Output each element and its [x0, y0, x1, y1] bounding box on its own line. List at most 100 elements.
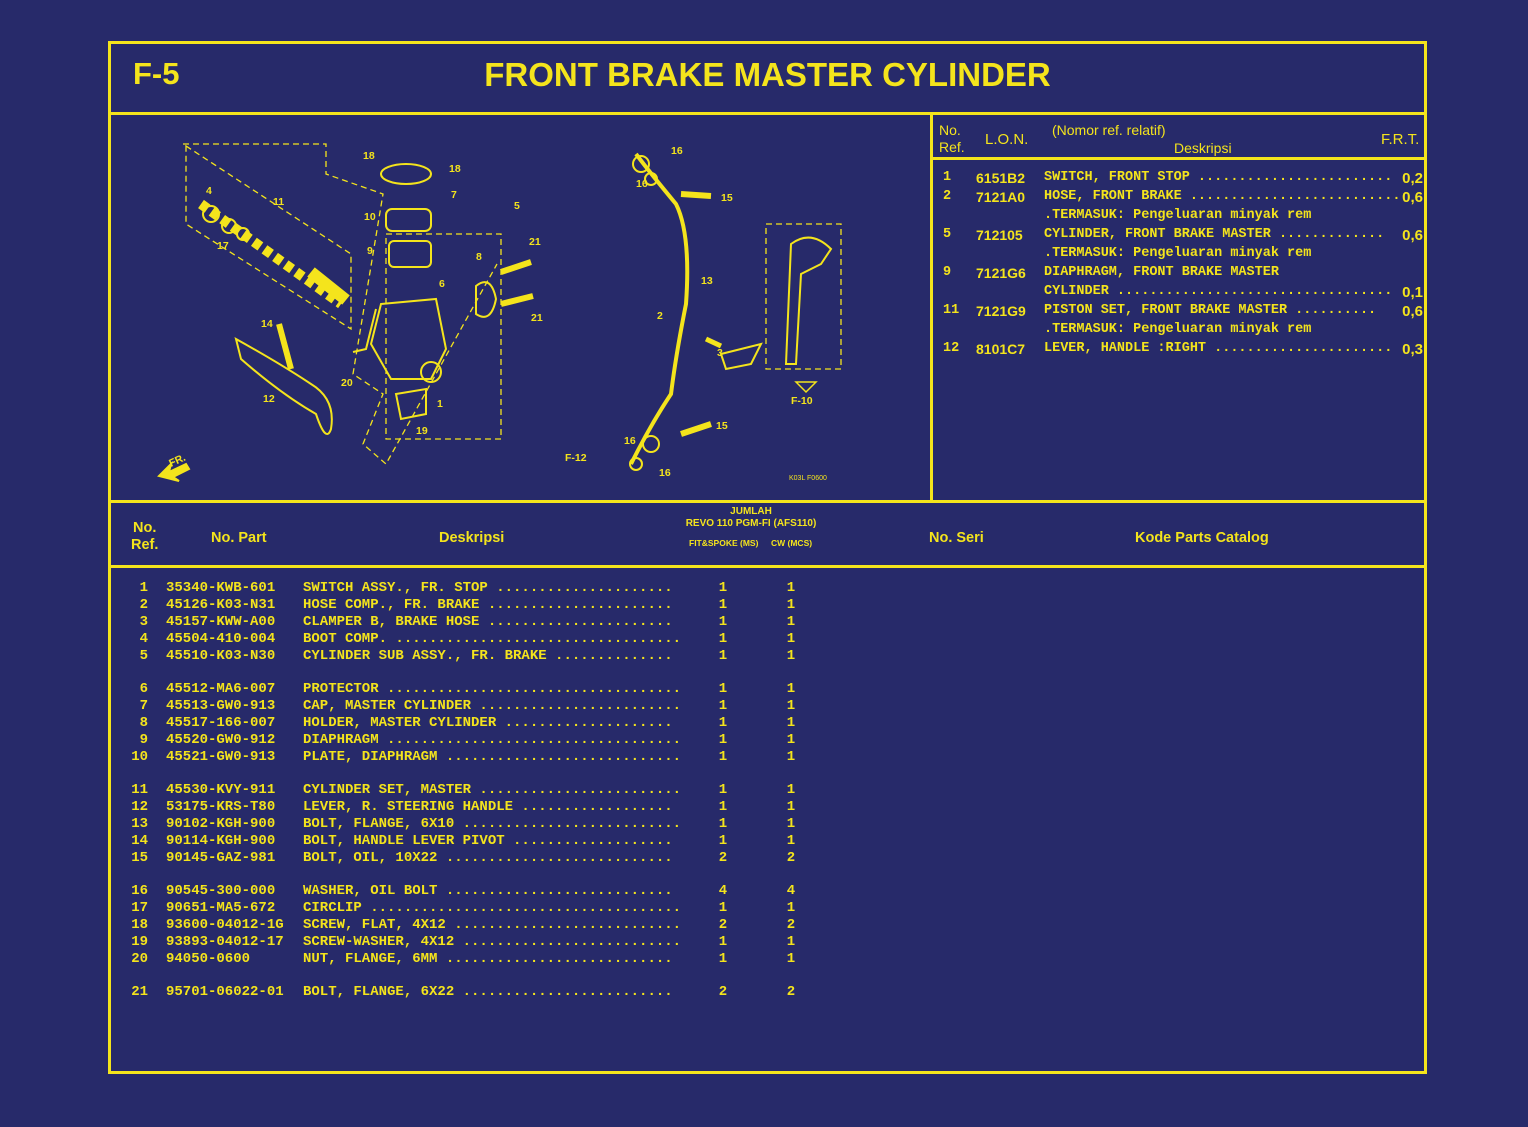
ref-desc: .TERMASUK: Pengeluaran minyak rem: [1044, 246, 1312, 261]
section-code: F-5: [133, 56, 180, 91]
part-desc: BOLT, HANDLE LEVER PIVOT ...............…: [303, 833, 673, 849]
ref-no: 12: [943, 341, 960, 356]
part-q1: 1: [718, 631, 728, 647]
ref-frt: 0,6: [1402, 303, 1423, 320]
divider: [111, 500, 1424, 503]
ref-desc-header: Deskripsi: [1174, 140, 1232, 156]
part-desc: PROTECTOR ..............................…: [303, 681, 682, 697]
part-q1: 1: [718, 597, 728, 613]
catalog-page-frame: F-5 FRONT BRAKE MASTER CYLINDER: [108, 41, 1427, 1074]
part-part: 35340-KWB-601: [166, 580, 276, 596]
callout-label: 2: [657, 310, 663, 322]
part-q2: 1: [786, 580, 796, 596]
part-desc: NUT, FLANGE, 6MM .......................…: [303, 951, 673, 967]
callout-label: 12: [263, 393, 275, 405]
part-no: 17: [131, 900, 148, 916]
callout-label: 14: [261, 318, 273, 330]
part-q2: 2: [786, 984, 796, 1000]
ref-no: 9: [943, 265, 952, 280]
part-desc: BOLT, FLANGE, 6X22 .....................…: [303, 984, 673, 1000]
part-desc: SWITCH ASSY., FR. STOP .................…: [303, 580, 673, 596]
ref-frt: 0,2: [1402, 170, 1423, 187]
part-q2: 1: [786, 681, 796, 697]
divider: [930, 112, 933, 501]
part-desc: HOSE COMP., FR. BRAKE ..................…: [303, 597, 673, 613]
part-no: 21: [131, 984, 148, 1000]
part-desc: BOOT COMP. .............................…: [303, 631, 682, 647]
callout-label: 3: [717, 347, 723, 359]
callout-label: F-12: [565, 452, 587, 464]
part-q2: 1: [786, 833, 796, 849]
part-q2: 1: [786, 614, 796, 630]
part-q2: 1: [786, 597, 796, 613]
part-part: 90651-MA5-672: [166, 900, 276, 916]
part-no: 20: [131, 951, 148, 967]
parts-desc-header: Deskripsi: [439, 530, 505, 546]
part-part: 45510-K03-N30: [166, 648, 276, 664]
callout-label: 15: [721, 192, 733, 204]
part-q1: 1: [718, 732, 728, 748]
page-title: FRONT BRAKE MASTER CYLINDER: [484, 56, 1051, 93]
callout-label: 15: [716, 420, 728, 432]
ref-desc: .TERMASUK: Pengeluaran minyak rem: [1044, 322, 1312, 337]
part-q1: 1: [718, 833, 728, 849]
quantity-header: JUMLAH REVO 110 PGM-FI (AFS110): [685, 506, 817, 529]
ref-lon: 6151B2: [976, 170, 1026, 186]
part-q1: 1: [718, 681, 728, 697]
part-q2: 1: [786, 934, 796, 950]
part-q2: 1: [786, 951, 796, 967]
part-no: 14: [131, 833, 148, 849]
ref-desc: DIAPHRAGM, FRONT BRAKE MASTER: [1044, 265, 1279, 280]
ref-no: 5: [943, 227, 952, 242]
part-no: 15: [131, 850, 148, 866]
callout-label: 18: [449, 163, 461, 175]
part-part: 45530-KVY-911: [166, 782, 276, 798]
exploded-parts-diagram: 18 18 7 10 9 6 5 4 11 17 14 12 20 1 19 8…: [157, 143, 842, 482]
ref-desc: PISTON SET, FRONT BRAKE MASTER .........…: [1044, 303, 1377, 318]
part-q1: 1: [718, 749, 728, 765]
part-desc: WASHER, OIL BOLT .......................…: [303, 883, 673, 899]
part-q2: 1: [786, 648, 796, 664]
ref-lon: 8101C7: [976, 341, 1026, 357]
callout-label: 16: [671, 145, 683, 157]
ref-desc: SWITCH, FRONT STOP .....................…: [1044, 170, 1393, 185]
callout-label: 18: [363, 150, 375, 162]
part-no: 10: [131, 749, 148, 765]
fit-spoke-header: FIT&SPOKE (MS): [689, 538, 759, 548]
ref-table-row: .TERMASUK: Pengeluaran minyak rem: [933, 322, 1423, 341]
part-number-header: No. Part: [211, 530, 267, 546]
callout-label: 5: [514, 200, 520, 212]
callout-label: 16: [659, 467, 671, 479]
lon-header: L.O.N.: [985, 131, 1029, 148]
part-q2: 2: [786, 917, 796, 933]
part-no: 9: [139, 732, 148, 748]
part-q2: 1: [786, 698, 796, 714]
part-q1: 1: [718, 648, 728, 664]
part-q2: 2: [786, 850, 796, 866]
part-q1: 4: [718, 883, 728, 899]
ref-desc: CYLINDER, FRONT BRAKE MASTER ...........…: [1044, 227, 1385, 242]
part-no: 2: [139, 597, 148, 613]
part-no: 19: [131, 934, 148, 950]
divider: [111, 565, 1424, 568]
part-desc: DIAPHRAGM ..............................…: [303, 732, 682, 748]
callout-label: 13: [701, 275, 713, 287]
nomor-ref-header: (Nomor ref. relatif): [1052, 122, 1166, 138]
part-desc: CLAMPER B, BRAKE HOSE ..................…: [303, 614, 673, 630]
callout-label: 7: [451, 189, 457, 201]
serial-header: No. Seri: [929, 530, 984, 546]
